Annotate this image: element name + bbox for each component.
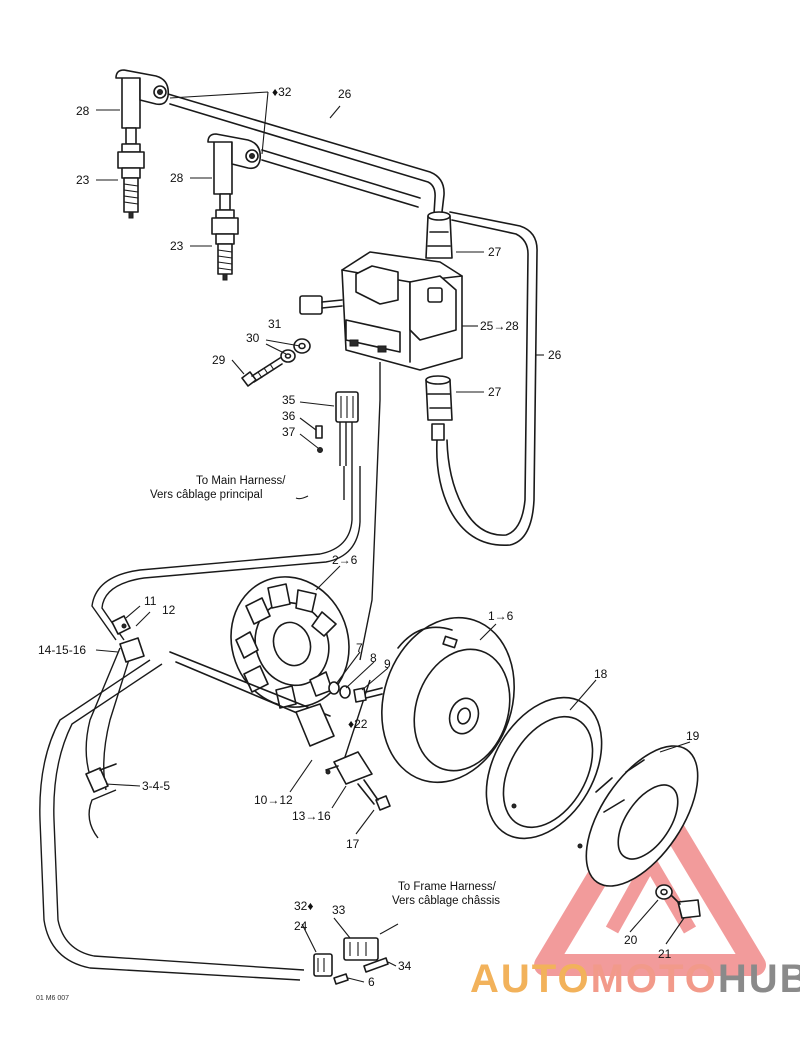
callout-2-6: 2→6 [332,553,358,567]
screw-29 [241,357,283,387]
note-frame-harness-fr: Vers câblage châssis [392,895,500,907]
note-main-harness-en: To Main Harness/ [196,475,286,487]
callout-26: 26 [548,348,562,362]
callout-12: 12 [162,603,176,617]
callout-30: 30 [246,331,260,345]
callout-3-4-5: 3-4-5 [142,779,170,793]
callout-33: 33 [332,903,346,917]
connector-24 [313,953,333,977]
callout-26: 26 [338,87,352,101]
high-tension-wire-26 [167,93,538,546]
callout-14-15-16: 14-15-16 [38,643,86,657]
callout-11: 11 [144,594,157,608]
callout-1-6: 1→6 [488,609,514,623]
trigger-coil-connectors [85,615,145,793]
ignition-coil [299,251,463,371]
callout-7: 7 [356,641,363,655]
leader-lines [95,91,691,983]
callout-36: 36 [282,409,296,423]
starter-cup-19 [577,745,699,887]
callout-20: 20 [624,933,638,947]
spark-plug-cap-28-lower [207,133,262,195]
callout-19: 19 [686,729,700,743]
callout-23: 23 [76,173,90,187]
watermark-text: AUTOMOTOHUB [470,957,800,1001]
flywheel-assembly [381,616,515,784]
washer-30 [280,349,296,363]
callout-28: 28 [76,104,90,118]
terminal-36 [315,425,323,439]
screw-washer-7-8-9 [328,681,383,703]
callout-37: 37 [282,425,296,439]
boot-27-lower [425,375,453,441]
callout-13-16: 13→16 [292,809,331,823]
seal-37 [317,447,323,453]
spark-plug-cap-28-upper [115,69,170,129]
boot-27-upper [425,211,453,259]
callout-28: 28 [170,171,184,185]
harness-wires [39,362,381,981]
callout-35: 35 [282,393,296,407]
starter-ring-18 [485,696,603,840]
spark-plug-23-lower [211,193,239,281]
callout-23: 23 [170,239,184,253]
washer-20 [655,884,673,900]
callout-8: 8 [370,651,377,665]
note-main-harness-fr: Vers câblage principal [150,489,263,501]
connector-33 [343,937,379,961]
callout-29: 29 [212,353,226,367]
callout-25-28: 25→28 [480,319,519,333]
callout-9: 9 [384,657,391,671]
note-frame-harness-en: To Frame Harness/ [398,881,497,893]
callout-17: 17 [346,837,360,851]
callout-31: 31 [268,317,282,331]
callout-32: 32♦ [294,899,313,913]
callout-34: 34 [398,959,412,973]
drawing-code: 01 M6 007 [36,995,69,1002]
callout-27: 27 [488,245,502,259]
callout-22: ♦22 [348,717,368,731]
callout-6: 6 [368,975,375,989]
stator-assembly [169,576,350,747]
screw-17 [357,779,391,811]
screw-21 [671,895,701,919]
callout-27: 27 [488,385,502,399]
spark-plug-23-upper [117,127,145,219]
washer-31 [293,338,311,354]
callout-10-12: 10→12 [254,793,293,807]
callout-24: 24 [294,919,308,933]
connector-35 [335,391,359,466]
callout-18: 18 [594,667,608,681]
terminal-6 [333,973,349,985]
callout-32: ♦32 [272,85,292,99]
callout-21: 21 [658,947,672,961]
terminal-34 [363,957,389,973]
trigger-sensor [325,751,373,785]
